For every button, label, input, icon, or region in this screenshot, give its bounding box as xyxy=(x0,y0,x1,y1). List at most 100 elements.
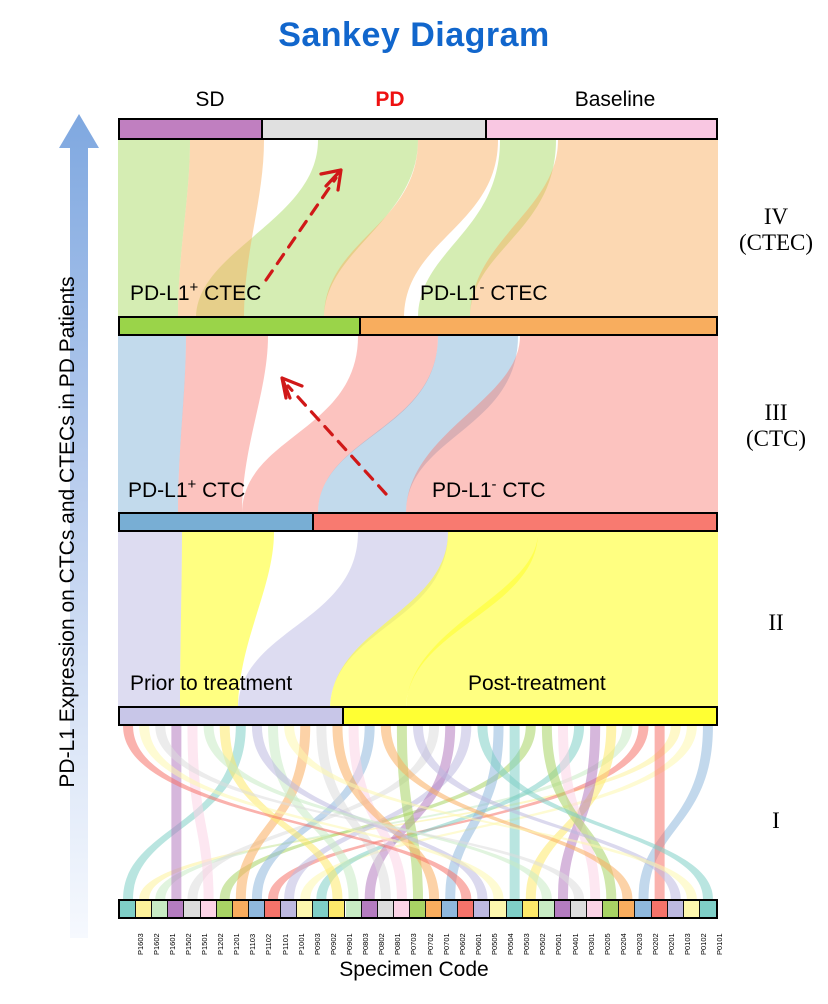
band-label-ctc-pdl1-positive: PD-L1+ CTC xyxy=(128,476,245,503)
specimen-tick-label: P1501 xyxy=(200,933,210,955)
specimen-tick-label: P0101 xyxy=(715,933,725,955)
specimen-cell[interactable] xyxy=(667,901,684,917)
ctc-neg-base: PD-L1 xyxy=(432,479,492,502)
specimen-tick-label: P0801 xyxy=(393,933,403,955)
ctec-node-bar xyxy=(118,316,718,336)
specimen-cell[interactable] xyxy=(200,901,217,917)
level-label-iv: IV (CTEC) xyxy=(726,204,826,257)
specimen-cell[interactable] xyxy=(361,901,378,917)
specimen-cell[interactable] xyxy=(248,901,265,917)
specimen-tick-label: P0301 xyxy=(586,933,596,955)
specimen-cell[interactable] xyxy=(426,901,443,917)
ctec-neg-tail: CTEC xyxy=(484,282,548,305)
specimen-ribbon xyxy=(235,726,311,899)
specimen-tick-label: P1201 xyxy=(232,933,242,955)
specimen-tick-label: P0401 xyxy=(570,933,580,955)
specimen-cell[interactable] xyxy=(683,901,700,917)
ctc-neg-sign: - xyxy=(491,476,497,493)
specimen-ribbon xyxy=(541,726,617,899)
specimen-tick-label: P0903 xyxy=(312,933,322,955)
top-category-label-pd: PD xyxy=(375,88,405,111)
specimen-cell[interactable] xyxy=(136,901,153,917)
specimen-cell[interactable] xyxy=(216,901,233,917)
treatment-segment-prior[interactable] xyxy=(120,708,344,724)
page-title: Sankey Diagram xyxy=(278,16,550,54)
specimen-cell[interactable] xyxy=(538,901,555,917)
specimen-cell[interactable] xyxy=(377,901,394,917)
response-node-bar xyxy=(118,118,718,140)
ctc-segment-positive[interactable] xyxy=(120,514,314,530)
ctec-segment-positive[interactable] xyxy=(120,318,362,334)
ctec-trend-arrow xyxy=(264,168,343,282)
specimen-cell[interactable] xyxy=(393,901,410,917)
specimen-cell[interactable] xyxy=(313,901,330,917)
specimen-cell[interactable] xyxy=(506,901,523,917)
specimen-cell[interactable] xyxy=(168,901,185,917)
specimen-cell[interactable] xyxy=(699,901,716,917)
ctc-segment-negative[interactable] xyxy=(313,514,716,530)
specimen-cell[interactable] xyxy=(522,901,539,917)
level-iii-numeral: III xyxy=(764,400,788,425)
specimen-cell[interactable] xyxy=(297,901,314,917)
ctec-neg-sign: - xyxy=(479,279,485,296)
specimen-cell[interactable] xyxy=(281,901,298,917)
specimen-cell[interactable] xyxy=(184,901,201,917)
ctc-pos-sign: + xyxy=(187,476,197,493)
specimen-tick-label: P0701 xyxy=(441,933,451,955)
specimen-cell[interactable] xyxy=(120,901,137,917)
specimen-cell[interactable] xyxy=(329,901,346,917)
specimen-tick-label: P1603 xyxy=(135,933,145,955)
band-label-ctc-pdl1-negative: PD-L1- CTC xyxy=(432,476,546,503)
specimen-tick-label: P1601 xyxy=(167,933,177,955)
specimen-tick-label: P0102 xyxy=(699,933,709,955)
specimen-cell[interactable] xyxy=(409,901,427,917)
specimen-cell[interactable] xyxy=(651,901,668,917)
specimen-tick-label: P0205 xyxy=(602,933,612,955)
specimen-tick-label: P0502 xyxy=(538,933,548,955)
specimen-tick-label: P0501 xyxy=(554,933,564,955)
specimen-cell[interactable] xyxy=(264,901,282,917)
specimen-tick-label: P0202 xyxy=(651,933,661,955)
specimen-cell[interactable] xyxy=(152,901,169,917)
top-category-label-sd: SD xyxy=(195,88,225,111)
specimen-cell[interactable] xyxy=(619,901,636,917)
specimen-cell[interactable] xyxy=(635,901,652,917)
specimen-tick-label: P0201 xyxy=(667,933,677,955)
specimen-color-strip xyxy=(118,899,718,919)
specimen-cell[interactable] xyxy=(571,901,588,917)
band-label-ctec-pdl1-positive: PD-L1+ CTEC xyxy=(130,280,261,306)
specimen-flow-ribbons xyxy=(123,726,713,899)
ctc-node-bar xyxy=(118,512,718,532)
specimen-tick-label: P0103 xyxy=(683,933,693,955)
specimen-ribbon xyxy=(123,726,246,899)
specimen-ribbon xyxy=(332,726,440,899)
x-axis-label: Specimen Code xyxy=(339,958,489,981)
specimen-cell[interactable] xyxy=(603,901,620,917)
specimen-tick-label: P0503 xyxy=(522,933,532,955)
band-label-ctec-pdl1-negative: PD-L1- CTEC xyxy=(420,279,548,306)
specimen-cell[interactable] xyxy=(554,901,571,917)
specimen-cell[interactable] xyxy=(490,901,507,917)
ctc-pos-base: PD-L1 xyxy=(128,479,188,502)
y-axis-label: PD-L1 Expression on CTCs and CTECs in PD… xyxy=(56,276,79,788)
top-category-label-baseline: Baseline xyxy=(574,88,656,111)
specimen-tick-label: P0802 xyxy=(377,933,387,955)
specimen-cell[interactable] xyxy=(458,901,475,917)
response-segment-pd[interactable] xyxy=(263,120,487,138)
treatment-segment-post[interactable] xyxy=(343,708,716,724)
specimen-ribbon xyxy=(219,726,343,899)
specimen-cell[interactable] xyxy=(587,901,604,917)
level-i-numeral: I xyxy=(772,808,780,833)
ctec-segment-negative[interactable] xyxy=(361,318,716,334)
specimen-cell[interactable] xyxy=(345,901,362,917)
specimen-cell[interactable] xyxy=(474,901,491,917)
specimen-cell[interactable] xyxy=(442,901,459,917)
ctec-pos-base: PD-L1 xyxy=(130,282,190,305)
response-segment-baseline[interactable] xyxy=(486,120,716,138)
specimen-ribbon xyxy=(364,726,456,899)
specimen-cell[interactable] xyxy=(232,901,249,917)
ctec-flow-ribbons xyxy=(118,140,718,318)
level-iv-sub: (CTEC) xyxy=(738,230,814,256)
response-segment-sd[interactable] xyxy=(120,120,264,138)
